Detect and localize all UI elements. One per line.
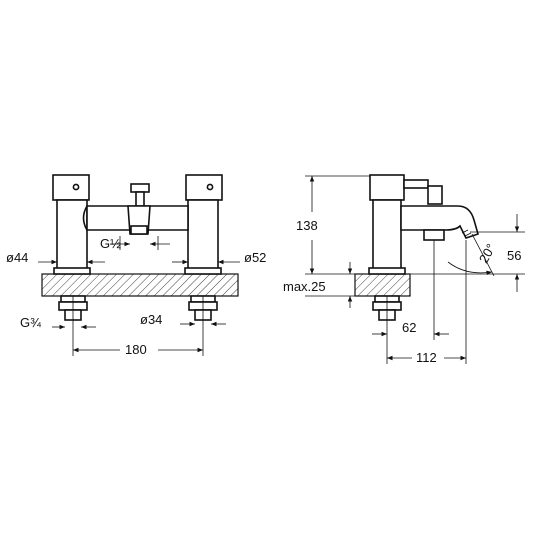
right-base (184, 267, 222, 275)
side-view: 138 max.25 56 20° 62 112 (283, 174, 525, 365)
side-spout (400, 205, 479, 239)
angle-label: 20° (476, 241, 499, 266)
deck-label: max.25 (283, 279, 326, 294)
right-body (187, 199, 219, 273)
shank-dia-label: ø34 (140, 312, 162, 327)
left-handle (52, 174, 90, 201)
front-view: G½ ø44 ø52 G¾ ø34 180 (6, 174, 266, 357)
spout-thread-label: G½ (100, 236, 121, 251)
diverter-knob (130, 183, 150, 193)
side-base (368, 267, 406, 275)
side-diverter (403, 179, 429, 189)
side-handle (369, 174, 405, 201)
side-deck (354, 273, 411, 297)
left-body (56, 199, 88, 273)
side-body (372, 199, 402, 273)
front-deck (41, 273, 239, 297)
left-body-dia-label: ø44 (6, 250, 28, 265)
side-diverter-knob (427, 185, 443, 205)
reach-label: 112 (416, 350, 437, 365)
left-handle-dot (72, 183, 80, 191)
offset-label: 62 (402, 320, 416, 335)
centers-label: 180 (125, 342, 147, 357)
side-outlet (423, 229, 445, 241)
right-handle-dot (206, 183, 214, 191)
inlet-thread-label: G¾ (20, 315, 41, 330)
height-label: 138 (296, 218, 318, 233)
spout-height-label: 56 (507, 248, 521, 263)
left-base (53, 267, 91, 275)
right-body-dia-label: ø52 (244, 250, 266, 265)
outlet-aerator (130, 225, 148, 235)
right-handle (185, 174, 223, 201)
diverter-stem (135, 191, 145, 207)
